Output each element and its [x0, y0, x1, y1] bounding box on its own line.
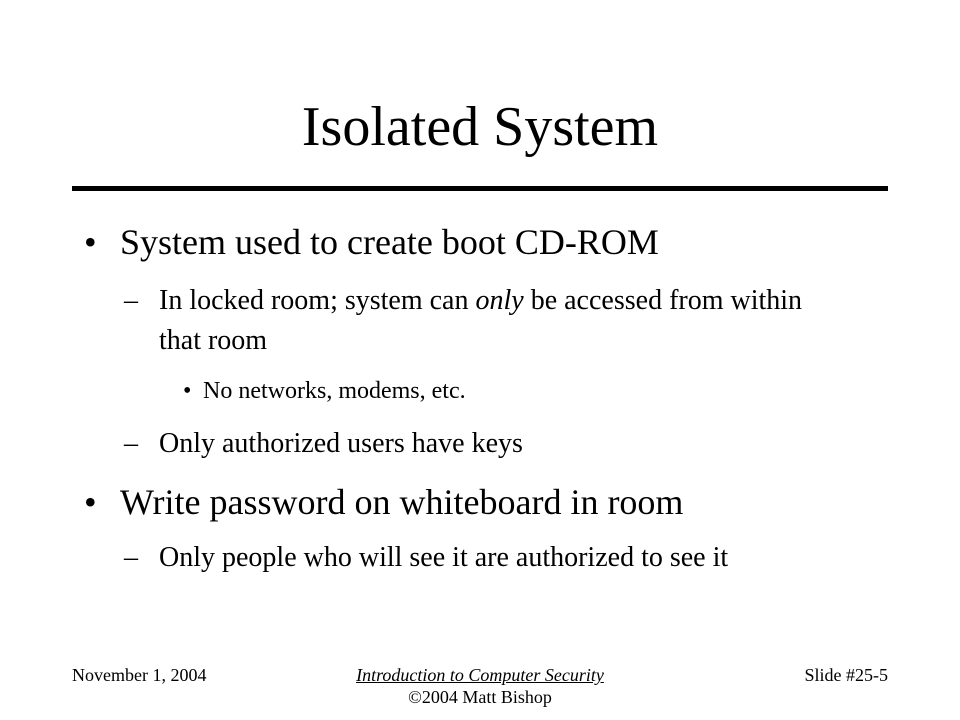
- dash-marker: –: [124, 285, 138, 316]
- dash-marker: –: [124, 428, 138, 459]
- sub-bullet-text: In locked room; system can only be acces…: [159, 281, 849, 361]
- footer-copyright: ©2004 Matt Bishop: [408, 687, 552, 707]
- title-divider: [72, 186, 888, 191]
- footer-date: November 1, 2004: [72, 665, 207, 685]
- sub-sub-bullet-text: No networks, modems, etc.: [203, 378, 466, 404]
- sub-bullet-text-part: be accessed from within that room: [159, 285, 803, 356]
- bullet-marker: •: [84, 222, 97, 262]
- bullet-text: System used to create boot CD-ROM: [120, 222, 659, 262]
- bullet-text: Write password on whiteboard in room: [120, 482, 684, 522]
- footer-center: Introduction to Computer Security ©2004 …: [0, 664, 960, 708]
- emphasis-text: only: [475, 285, 524, 316]
- sub-bullet-text: Only people who will see it are authoriz…: [159, 542, 729, 573]
- bullet-marker: •: [84, 482, 97, 522]
- sub-bullet-text: Only authorized users have keys: [159, 428, 523, 459]
- slide-title: Isolated System: [301, 96, 659, 158]
- bullet-marker: •: [183, 378, 192, 404]
- footer-course: Introduction to Computer Security: [356, 665, 604, 685]
- footer-slide-number: Slide #25-5: [804, 665, 889, 685]
- dash-marker: –: [124, 542, 138, 573]
- sub-bullet-text-part: In locked room; system can: [159, 285, 476, 316]
